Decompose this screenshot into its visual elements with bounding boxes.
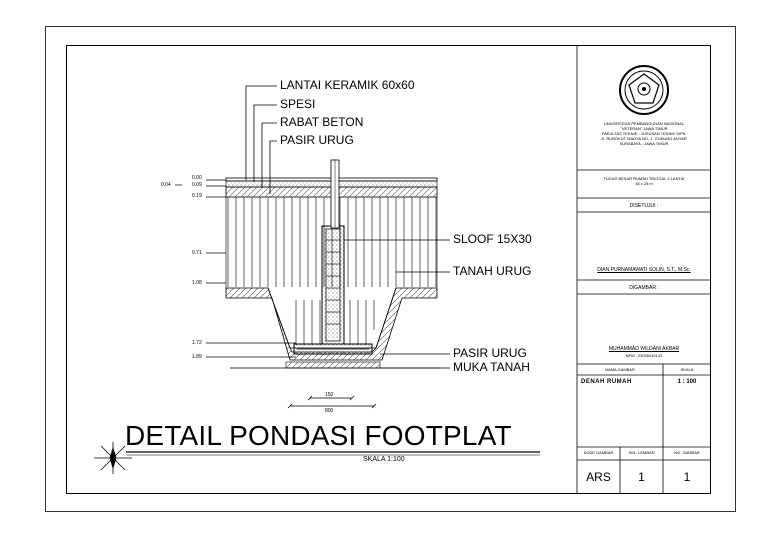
north-star-icon [94,442,132,474]
tb-code-label: KODE GAMBAR [583,450,614,455]
label-sand-fill-top: PASIR URUG [280,133,354,147]
excavation-soil [225,287,440,369]
tb-approver: DIAN PURNAMAWATI SOLIN, S.T., M.Sc. [597,267,691,273]
tb-university: UNIVERSITAS PEMBANGUNAN NASIONAL [603,121,685,126]
elevation-1-08: 1.08 [192,280,202,286]
leader-lines [245,85,450,369]
tb-approved-label: DISETUJUI : [629,203,659,209]
dimension-lines [287,395,377,409]
elevation-0-09: 0.09 [192,182,202,188]
tb-city: SURABAYA - JAWA TIMUR [619,141,669,146]
tb-drawer: MUHAMMAD WILDANI AKBAR [608,346,680,352]
label-sloof: SLOOF 15X30 [453,232,532,246]
tb-task-size: 18 x 28 m [635,181,653,186]
label-sand-fill-bottom: PASIR URUG [453,346,527,360]
label-mortar: SPESI [280,97,316,111]
elevation-0-19: 0.19 [192,193,202,199]
tb-scale-label: SKALA [680,367,694,372]
tb-code: ARS [586,470,611,484]
elevation-0-04: 0.04 [161,182,171,188]
tb-number-label: NO. GAMBAR [674,450,700,455]
label-ceramic-floor: LANTAI KERAMIK 60x60 [280,78,415,92]
elevation-0-00: 0.00 [192,175,202,181]
elevation-0-71: 0.71 [192,250,202,256]
title-block-grid [576,45,711,494]
elevation-markers [175,179,296,358]
university-logo [619,65,669,115]
drawing-scale: SKALA 1:100 [363,456,405,463]
tb-task: TUGAS BESAR RUMAH TINGGAL 2 LANTAI [603,176,685,181]
label-soil-fill: TANAH URUG [453,264,532,278]
tb-scale-value: 1 : 100 [677,379,697,385]
tb-sheet-name: DENAH RUMAH [581,379,632,385]
tb-faculty: FAKULTAS TEKNIK - JURUSAN TEKNIK SIPIL [601,131,687,136]
elevation-1-72: 1.72 [192,340,202,346]
tb-drawn-label: DIGAMBAR : [629,285,659,291]
tb-address: Jl. RUNGKUT MADYA NO. 1, GUNUNG ANYAR [601,136,687,141]
tb-number: 1 [683,470,691,484]
tb-npm: NPM : 23035010133 [625,353,663,358]
tb-sheets-label: JML. LEMBAR [628,450,655,455]
tb-veteran: "VETERAN" JAWA TIMUR [620,126,668,131]
elevation-1-89: 1.89 [192,354,202,360]
title-underline [126,451,540,456]
column-sloof [321,159,345,345]
footing-plate [293,343,373,355]
label-concrete-slab: RABAT BETON [280,115,364,129]
label-ground-level: MUKA TANAH [453,360,530,374]
dimension-150: 150 [325,392,334,398]
drawing-title: DETAIL PONDASI FOOTPLAT [125,420,512,451]
outer-frame [45,26,736,512]
dimension-800: 800 [325,408,334,414]
drawing-frame [66,45,711,494]
tb-sheets: 1 [638,470,645,484]
tb-sheet-name-label: NAMA GAMBAR [605,367,635,372]
title-block: UNIVERSITAS PEMBANGUNAN NASIONAL "VETERA… [577,45,711,494]
